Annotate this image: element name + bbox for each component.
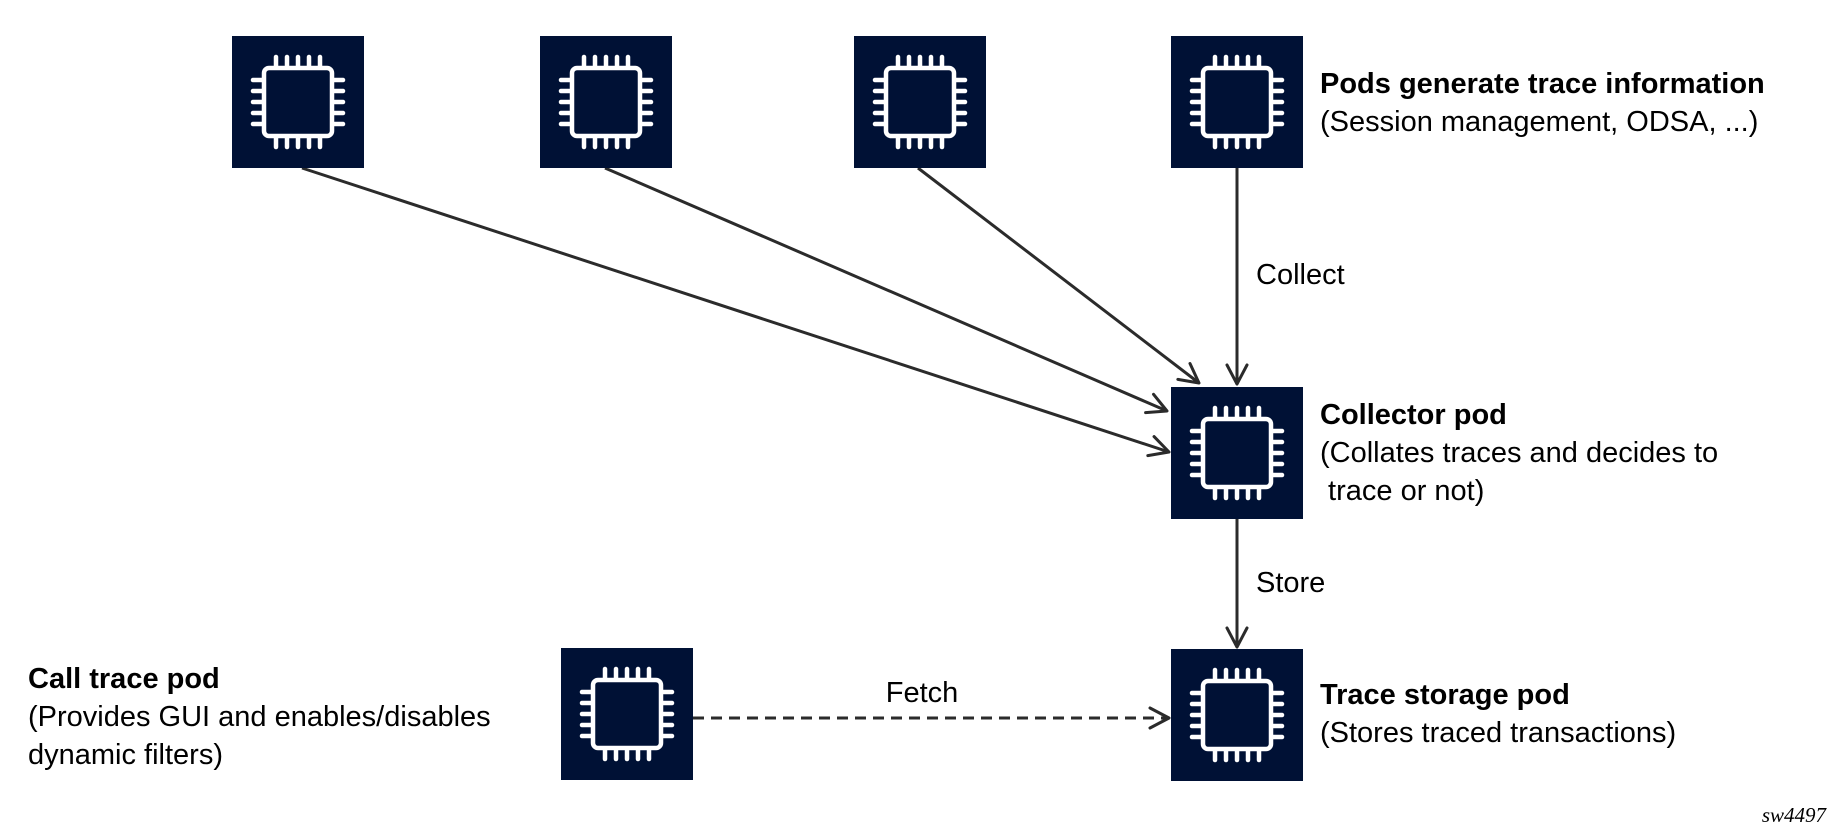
edge-label-fetch: Fetch [886,677,959,709]
edge-source-pod-3-to-collector [917,166,1201,385]
source-pod-4 [1171,36,1303,168]
edge-label-collect: Collect [1256,259,1345,291]
call-trace-pod-subtitle-line-1: (Provides GUI and enables/disables [28,701,491,733]
figure-id: sw4497 [1762,803,1828,827]
edge-label-store: Store [1256,567,1325,599]
trace-storage-pod-description: Trace storage pod (Stores traced transac… [1320,679,1676,749]
call-trace-pod-title: Call trace pod [28,663,220,695]
trace-storage-pod-title: Trace storage pod [1320,679,1570,711]
collector-pod-subtitle-line-2: trace or not) [1320,475,1484,507]
collector-pod-subtitle-line-1: (Collates traces and decides to [1320,437,1718,469]
call-trace-pod-description: Call trace pod (Provides GUI and enables… [28,663,491,771]
call-trace-pod [561,648,693,780]
call-trace-pod-subtitle-line-2: dynamic filters) [28,739,223,771]
collector-pod [1171,387,1303,519]
edge-source-pod-1-to-collector [301,166,1171,458]
source-pod-3 [854,36,986,168]
trace-storage-pod [1171,649,1303,781]
source-pods-description: Pods generate trace information (Session… [1320,68,1765,138]
collector-pod-description: Collector pod (Collates traces and decid… [1320,399,1718,507]
edge-source-pod-2-to-collector [604,166,1169,415]
source-pod-2 [540,36,672,168]
source-pods-subtitle: (Session management, ODSA, ...) [1320,106,1758,138]
source-pods-title: Pods generate trace information [1320,68,1765,100]
collector-pod-title: Collector pod [1320,399,1507,431]
source-pod-1 [232,36,364,168]
trace-storage-pod-subtitle: (Stores traced transactions) [1320,717,1676,749]
